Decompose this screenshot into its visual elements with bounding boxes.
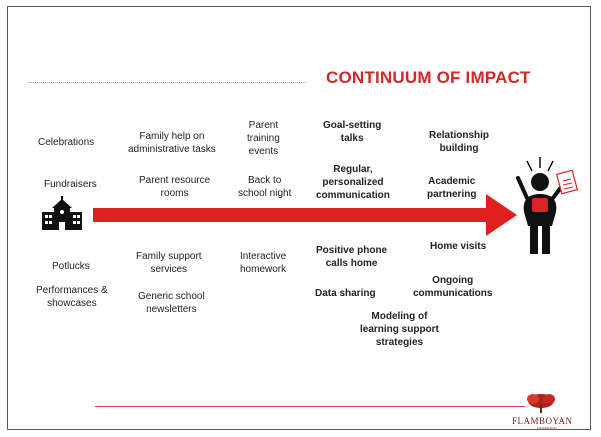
excited-person-icon: [516, 157, 579, 254]
activity-data-sharing: Data sharing: [315, 288, 376, 299]
flamboyan-logo-subtitle: FOUNDATION: [537, 426, 557, 430]
activity-family-help-admin: Family help on administrative tasks: [128, 131, 216, 155]
flamboyan-tree-icon: [527, 394, 555, 413]
activity-positive-phone-calls: Positive phone calls home: [316, 245, 388, 269]
activity-interactive-homework: Interactive homework: [240, 251, 287, 275]
activity-ongoing-communications: Ongoing communications: [413, 275, 493, 299]
activity-performances-showcases: Performances & showcases: [36, 285, 108, 309]
slide-title: CONTINUUM OF IMPACT: [326, 68, 531, 87]
activity-regular-personalized-communication: Regular, personalized communication: [316, 164, 390, 201]
slide-frame: [7, 6, 591, 430]
footer-rule: [95, 406, 525, 407]
continuum-arrow: [93, 194, 517, 236]
activity-celebrations: Celebrations: [38, 137, 95, 148]
activity-fundraisers: Fundraisers: [44, 179, 97, 190]
activity-parent-resource-rooms: Parent resource rooms: [139, 175, 211, 199]
activity-potlucks: Potlucks: [52, 261, 90, 272]
activity-family-support-services: Family support services: [136, 251, 202, 275]
title-dotted-rule: [28, 82, 306, 83]
activity-parent-training-events: Parent training events: [247, 120, 280, 157]
activity-relationship-building: Relationship building: [429, 130, 490, 154]
activity-home-visits: Home visits: [430, 241, 487, 252]
graded-paper-icon: [555, 169, 579, 195]
activity-goal-setting-talks: Goal-setting talks: [323, 120, 382, 144]
activity-back-to-school-night: Back to school night: [238, 175, 292, 199]
activity-academic-partnering: Academic partnering: [427, 176, 477, 200]
activity-modeling-learning-support: Modeling of learning support strategies: [360, 311, 439, 348]
flamboyan-logo-name: FLAMBOYAN: [512, 416, 573, 426]
activity-generic-newsletters: Generic school newsletters: [138, 291, 205, 315]
school-icon: [42, 196, 82, 230]
